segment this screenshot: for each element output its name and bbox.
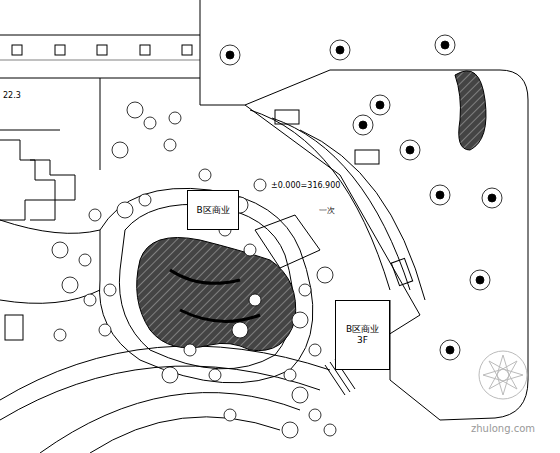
- building-label: 3F: [357, 335, 368, 346]
- elevation-text: ±0.000=316.900: [270, 182, 341, 191]
- building-block: B区商业3F: [335, 300, 390, 370]
- building-label: B区商业: [346, 324, 379, 335]
- note-text: 一次: [318, 207, 336, 216]
- building-block: B区商业: [187, 190, 239, 230]
- watermark: zhulong.com: [470, 423, 536, 434]
- dimension-text: 22.3: [2, 92, 22, 101]
- building-label: B区商业: [196, 205, 229, 216]
